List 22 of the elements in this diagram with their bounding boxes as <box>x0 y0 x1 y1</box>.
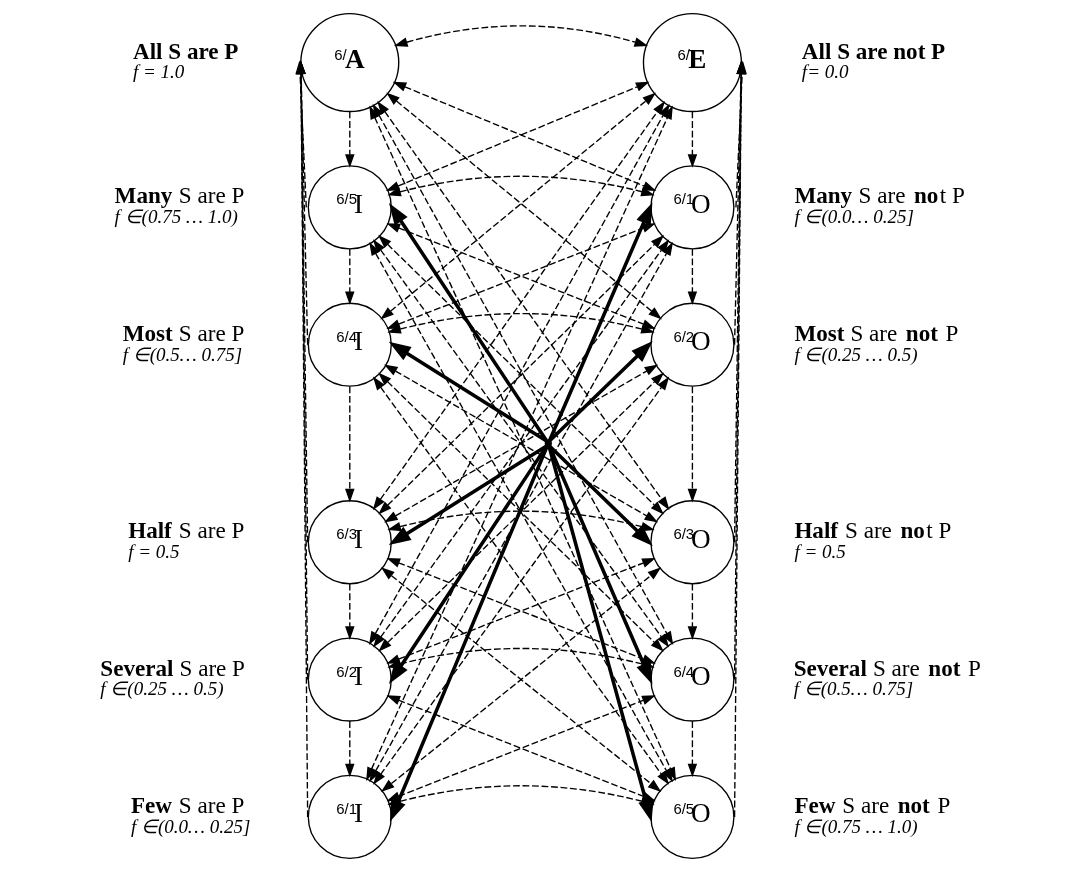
node-label: Most S are P <box>122 319 245 346</box>
node-label: Several S are P <box>100 654 245 681</box>
node-label: f = 1.0 <box>132 61 185 83</box>
node-label: Half S are not P <box>794 517 952 544</box>
node-label: Several S are not P <box>793 654 981 681</box>
node-label: Many S are P <box>114 182 245 209</box>
node-label: Few S are P <box>130 791 245 818</box>
node-label: Half S are P <box>128 517 245 544</box>
node-label: f = 0.5 <box>794 541 846 563</box>
node-label: f ∈(0.25 … 0.5) <box>100 678 224 700</box>
node-label: f ∈(0.5… 0.75] <box>122 343 243 365</box>
node-label: f = 0.5 <box>128 541 180 563</box>
node-label: Most S are not P <box>794 319 959 346</box>
node-label: f ∈(0.75 … 1.0) <box>794 815 918 837</box>
node-label: All S are not P <box>801 37 946 64</box>
node-label: Few S are not P <box>794 791 951 818</box>
node-label: f= 0.0 <box>801 61 849 83</box>
node-label: Many S are not P <box>794 182 965 209</box>
node-label: All S are P <box>132 37 239 64</box>
node-label: f ∈(0.25 … 0.5) <box>794 343 918 365</box>
node-label: f ∈(0.0… 0.25] <box>130 815 251 837</box>
node-label: f ∈(0.5… 0.75] <box>793 678 914 700</box>
